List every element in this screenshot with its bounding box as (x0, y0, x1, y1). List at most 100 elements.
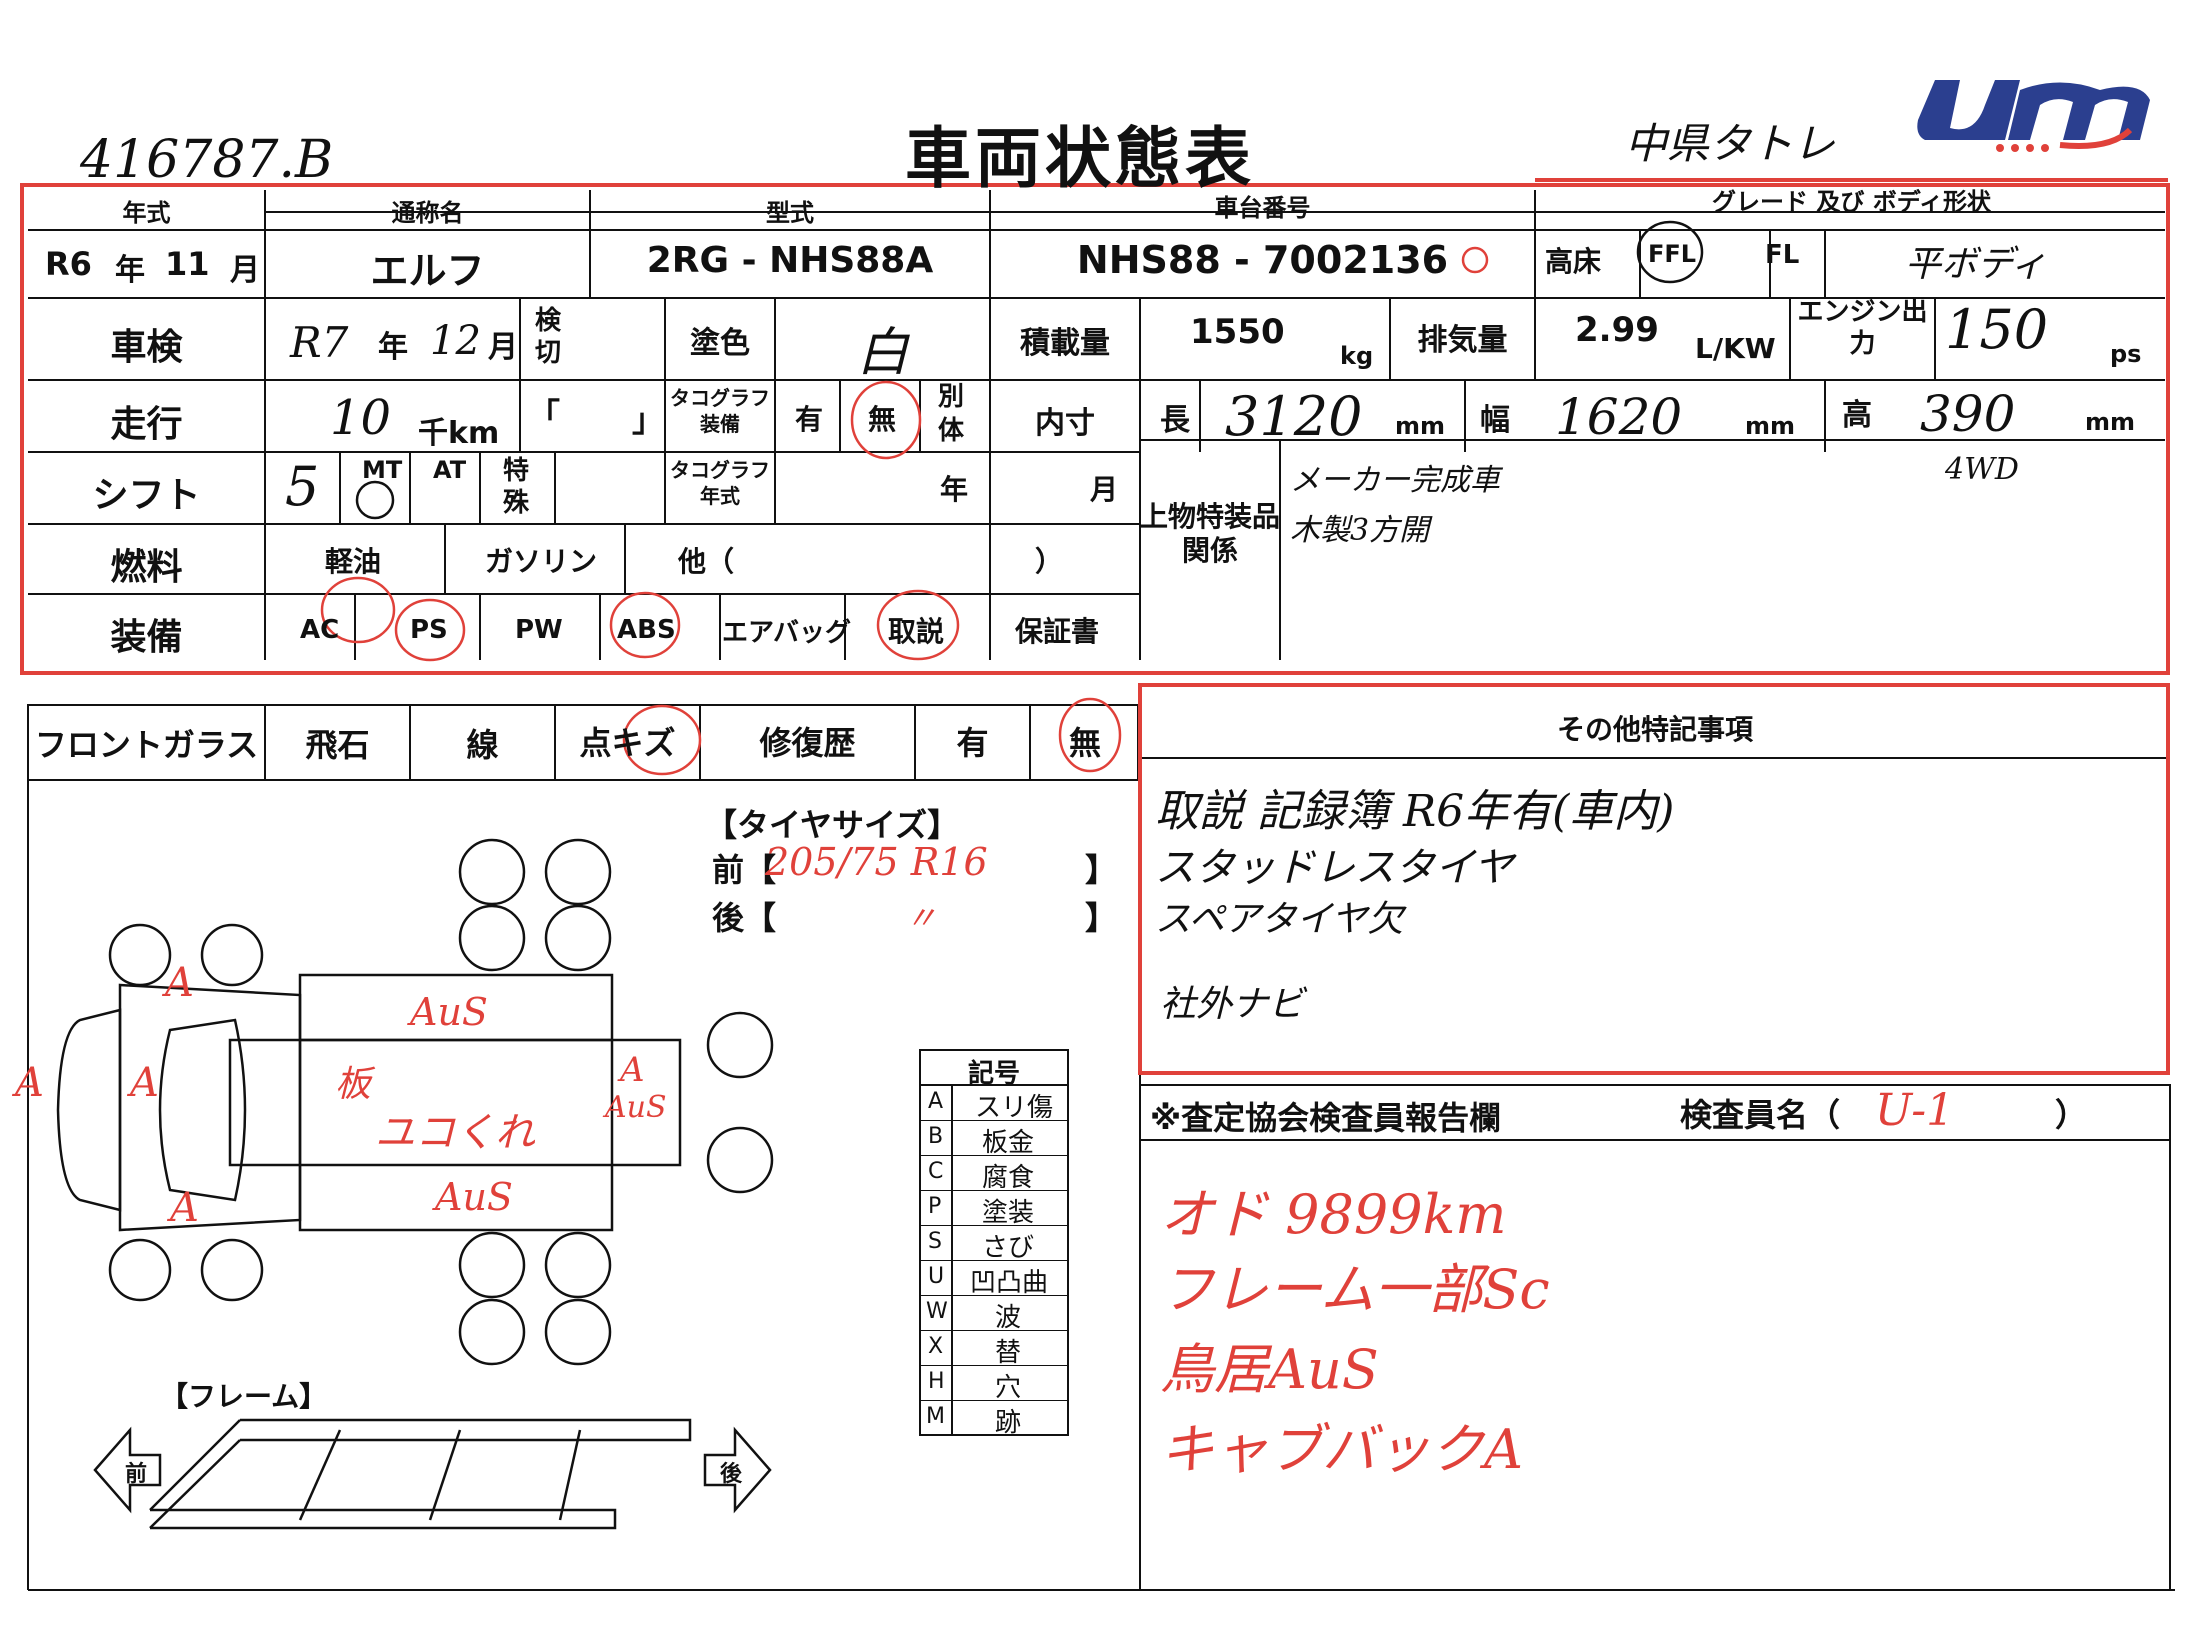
shift-label: シフト (92, 475, 201, 516)
glass-chip: 飛石 (305, 726, 370, 764)
legend-code: U (928, 1264, 945, 1289)
legend-code: X (928, 1334, 944, 1359)
legend-desc: 板金 (982, 1128, 1035, 1158)
tacho-no: 無 (868, 403, 897, 436)
fuel-label: 燃料 (110, 547, 183, 588)
company-logo (1920, 70, 2160, 160)
inspector-line: キャブバックA (1160, 1418, 1523, 1481)
legend-desc: 腐食 (982, 1163, 1035, 1193)
inspection-month: 12 (430, 318, 481, 364)
tire-front-label: 前【 (712, 851, 777, 889)
legend-desc: さび (982, 1233, 1035, 1263)
tire-front-close: 】 (1085, 851, 1118, 889)
legend-row: S さび (920, 1225, 1068, 1263)
equip-abs: ABS (617, 615, 676, 645)
fuel-close: ） (1035, 545, 1064, 578)
tire-title: 【タイヤサイズ】 (705, 806, 960, 844)
inspection-month-unit: 月 (488, 330, 518, 365)
ffl-option: FFL (1648, 240, 1697, 268)
tacho-equipped-label: タコグラフ装備 (670, 386, 770, 436)
length-value: 3120 (1225, 385, 1363, 448)
mileage-unit: 千km (418, 416, 500, 451)
equip-ps: PS (410, 615, 448, 645)
glass-label: フロントガラス (34, 726, 259, 764)
capacity-value: 1550 (1190, 312, 1285, 352)
fl-option: FL (1765, 240, 1800, 270)
year-label: 年式 (122, 199, 171, 227)
legend-code: W (926, 1299, 948, 1324)
inner-size-label: 内寸 (1035, 406, 1095, 441)
legend-row: C 腐食 (920, 1155, 1068, 1193)
repair-yes: 有 (956, 724, 989, 762)
damage-mark: A (15, 1060, 44, 1106)
color-value: 白 (856, 323, 909, 383)
legend-code: P (928, 1194, 942, 1219)
equip-pw: PW (515, 615, 563, 645)
high-floor-label: 高床 (1545, 245, 1602, 278)
shift-at: AT (433, 456, 467, 484)
upper-note-2: 木製3方開 (1290, 513, 1430, 548)
inspector-name-close: ） (2055, 1096, 2088, 1134)
notes-title: その他特記事項 (1556, 713, 1753, 746)
legend-code: S (928, 1229, 942, 1254)
mileage-label: 走行 (110, 404, 183, 445)
equip-ac: AC (300, 615, 340, 645)
upper-note-3: 4WD (1945, 452, 2019, 487)
tacho-yes: 有 (795, 403, 824, 436)
shift-special: 特殊 (503, 456, 530, 518)
tire-rear-value: 〃 (905, 899, 938, 937)
height-value: 390 (1920, 385, 2016, 443)
name-value: エルフ (370, 249, 485, 293)
width-unit: mm (1745, 412, 1796, 440)
color-label: 塗色 (690, 326, 750, 361)
engine-value: 150 (1945, 298, 2049, 361)
model-value: 2RG - NHS88A (646, 240, 934, 281)
legend-desc: 穴 (995, 1373, 1022, 1403)
height-label: 高 (1842, 398, 1872, 433)
inspector-line: フレーム一部Sc (1160, 1258, 1550, 1321)
legend-code: B (928, 1124, 944, 1149)
notes-line: 社外ナビ (1160, 984, 1305, 1025)
legend-title: 記号 (967, 1059, 1020, 1089)
legend-code: H (928, 1369, 945, 1394)
equip-warranty: 保証書 (1015, 615, 1100, 648)
damage-mark: 板 (335, 1064, 372, 1105)
model-label: 型式 (766, 199, 814, 227)
tacho-year-label: タコグラフ年式 (670, 458, 770, 508)
handwritten-id: 416787.B (80, 130, 334, 190)
tacho-separate: 別体 (938, 382, 965, 446)
legend-code: C (928, 1159, 944, 1184)
glass-line: 線 (466, 726, 499, 764)
legend-desc: 跡 (995, 1408, 1022, 1438)
damage-mark: AuS (435, 1175, 513, 1219)
chassis-value: NHS88 - 7002136 (1076, 238, 1449, 282)
fuel-gasoline: ガソリン (485, 545, 598, 578)
repair-label: 修復歴 (759, 724, 856, 762)
legend-desc: 替 (995, 1338, 1022, 1368)
inspection-year-unit: 年 (378, 330, 408, 365)
displacement-value: 2.99 (1575, 310, 1659, 350)
inspector-name-value: U-1 (1875, 1085, 1955, 1136)
damage-mark: A (620, 1050, 645, 1090)
tacho-year-unit: 年 (940, 473, 969, 506)
frame-rear: 後 (720, 1462, 743, 1487)
damage-mark: AuS (410, 990, 488, 1034)
inspector-line: オド 9899km (1160, 1183, 1507, 1246)
capacity-unit: kg (1340, 342, 1374, 370)
inspection-label: 車検 (110, 327, 183, 368)
equip-label: 装備 (110, 617, 183, 658)
inspector-name-label: 検査員名（ (1680, 1096, 1841, 1134)
inspection-expired: 検切 (535, 306, 562, 368)
damage-mark: A (165, 960, 194, 1006)
width-label: 幅 (1480, 403, 1510, 438)
tacho-month-unit: 月 (1090, 473, 1119, 506)
chassis-label: 車台番号 (1214, 194, 1311, 222)
fuel-diesel: 軽油 (325, 545, 382, 578)
inspector-title: ※査定協会検査員報告欄 (1150, 1099, 1502, 1137)
legend-desc: スリ傷 (975, 1093, 1054, 1123)
